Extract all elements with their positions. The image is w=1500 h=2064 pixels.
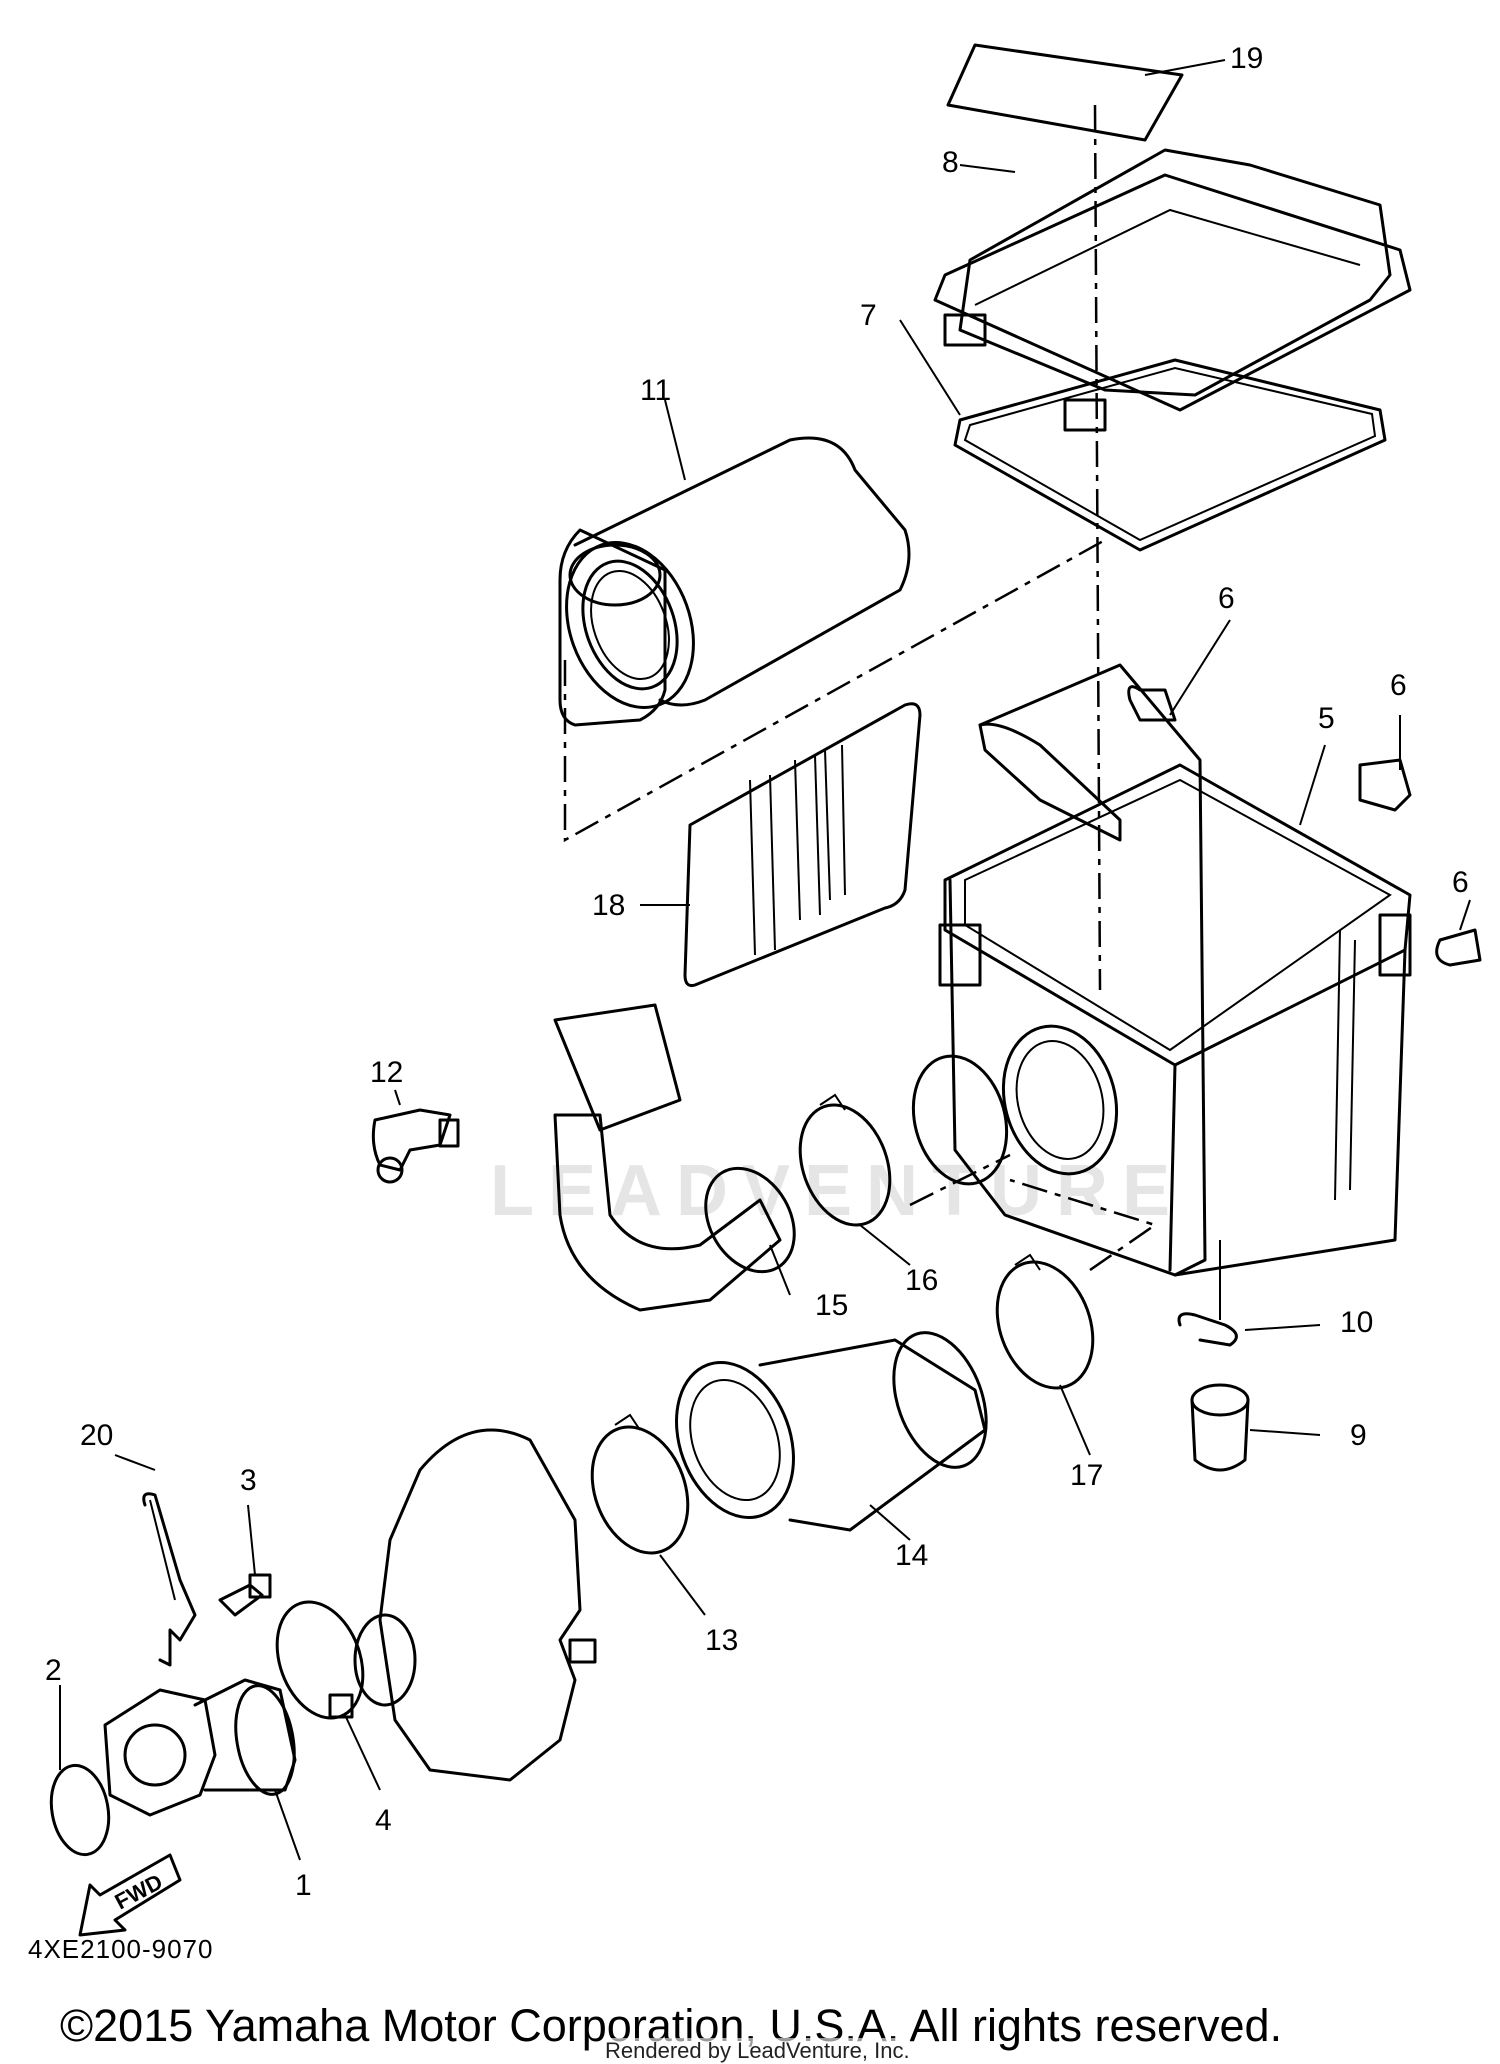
callout-9: 9 [1350,1419,1367,1452]
part-2-o-ring [49,1763,111,1857]
part-6-clip-right [1358,758,1412,812]
callout-6-far-right: 6 [1452,866,1469,899]
part-11-air-filter [565,436,911,709]
callout-15: 15 [815,1289,848,1322]
part-17-hose-clamp [995,1253,1095,1390]
drawing-code: 4XE2100-9070 [28,1934,214,1964]
callout-6-right: 6 [1390,669,1407,702]
part-15-intake-hose [553,528,796,1312]
part-12-elbow [371,1108,460,1184]
assembly-centerline [1093,104,1102,991]
callout-10: 10 [1340,1306,1373,1339]
port-reference-dash [909,1153,1011,1207]
callout-11: 11 [640,374,671,407]
part-6-clip-far-right [1435,928,1482,967]
callout-5: 5 [1318,702,1335,735]
fwd-label: FWD [111,1869,167,1915]
part-13-hose-clamp [590,1413,690,1555]
part-1-carburetor-joint [103,1678,297,1817]
part-9-cap [1190,1383,1250,1472]
part-16-hose-clamp [798,1093,892,1227]
part-6-clip-upper [1127,685,1177,722]
part-7-gasket [953,358,1387,552]
part-3-screw [218,1573,272,1617]
part-14-joint [675,1331,988,1532]
fwd-arrow-icon: FWD [78,1853,182,1937]
callout-2: 2 [45,1654,62,1687]
callout-19: 19 [1230,42,1263,75]
callout-17: 17 [1070,1459,1103,1492]
callout-8: 8 [942,146,959,179]
air-box-outlets [911,1024,1119,1186]
carburetor-reference [353,1428,597,1782]
callout-3: 3 [240,1464,257,1497]
part-18-screen [683,702,922,987]
callout-14: 14 [895,1539,928,1572]
callout-7: 7 [860,299,877,332]
part-5-air-box [938,663,1412,1277]
rendered-by-notice: Rendered by LeadVenture, Inc. [605,2038,910,2064]
part-4-hose-clamp [275,1600,365,1720]
callout-13: 13 [705,1624,738,1657]
clamp-reference-dash [1009,1178,1158,1272]
part-10-clip [1177,1240,1238,1347]
callout-6-upper: 6 [1218,582,1235,615]
callout-20: 20 [80,1419,113,1452]
part-19-label [946,43,1184,142]
part-8-cover [933,148,1412,432]
callout-12: 12 [370,1056,403,1089]
callout-16: 16 [905,1264,938,1297]
callout-4: 4 [375,1804,392,1837]
part-20-clip [142,1492,197,1667]
leader-lines [59,59,1471,1861]
callout-18: 18 [592,889,625,922]
callout-1: 1 [295,1869,312,1902]
leadventure-watermark: LEADVENTURE [490,1151,1185,1231]
